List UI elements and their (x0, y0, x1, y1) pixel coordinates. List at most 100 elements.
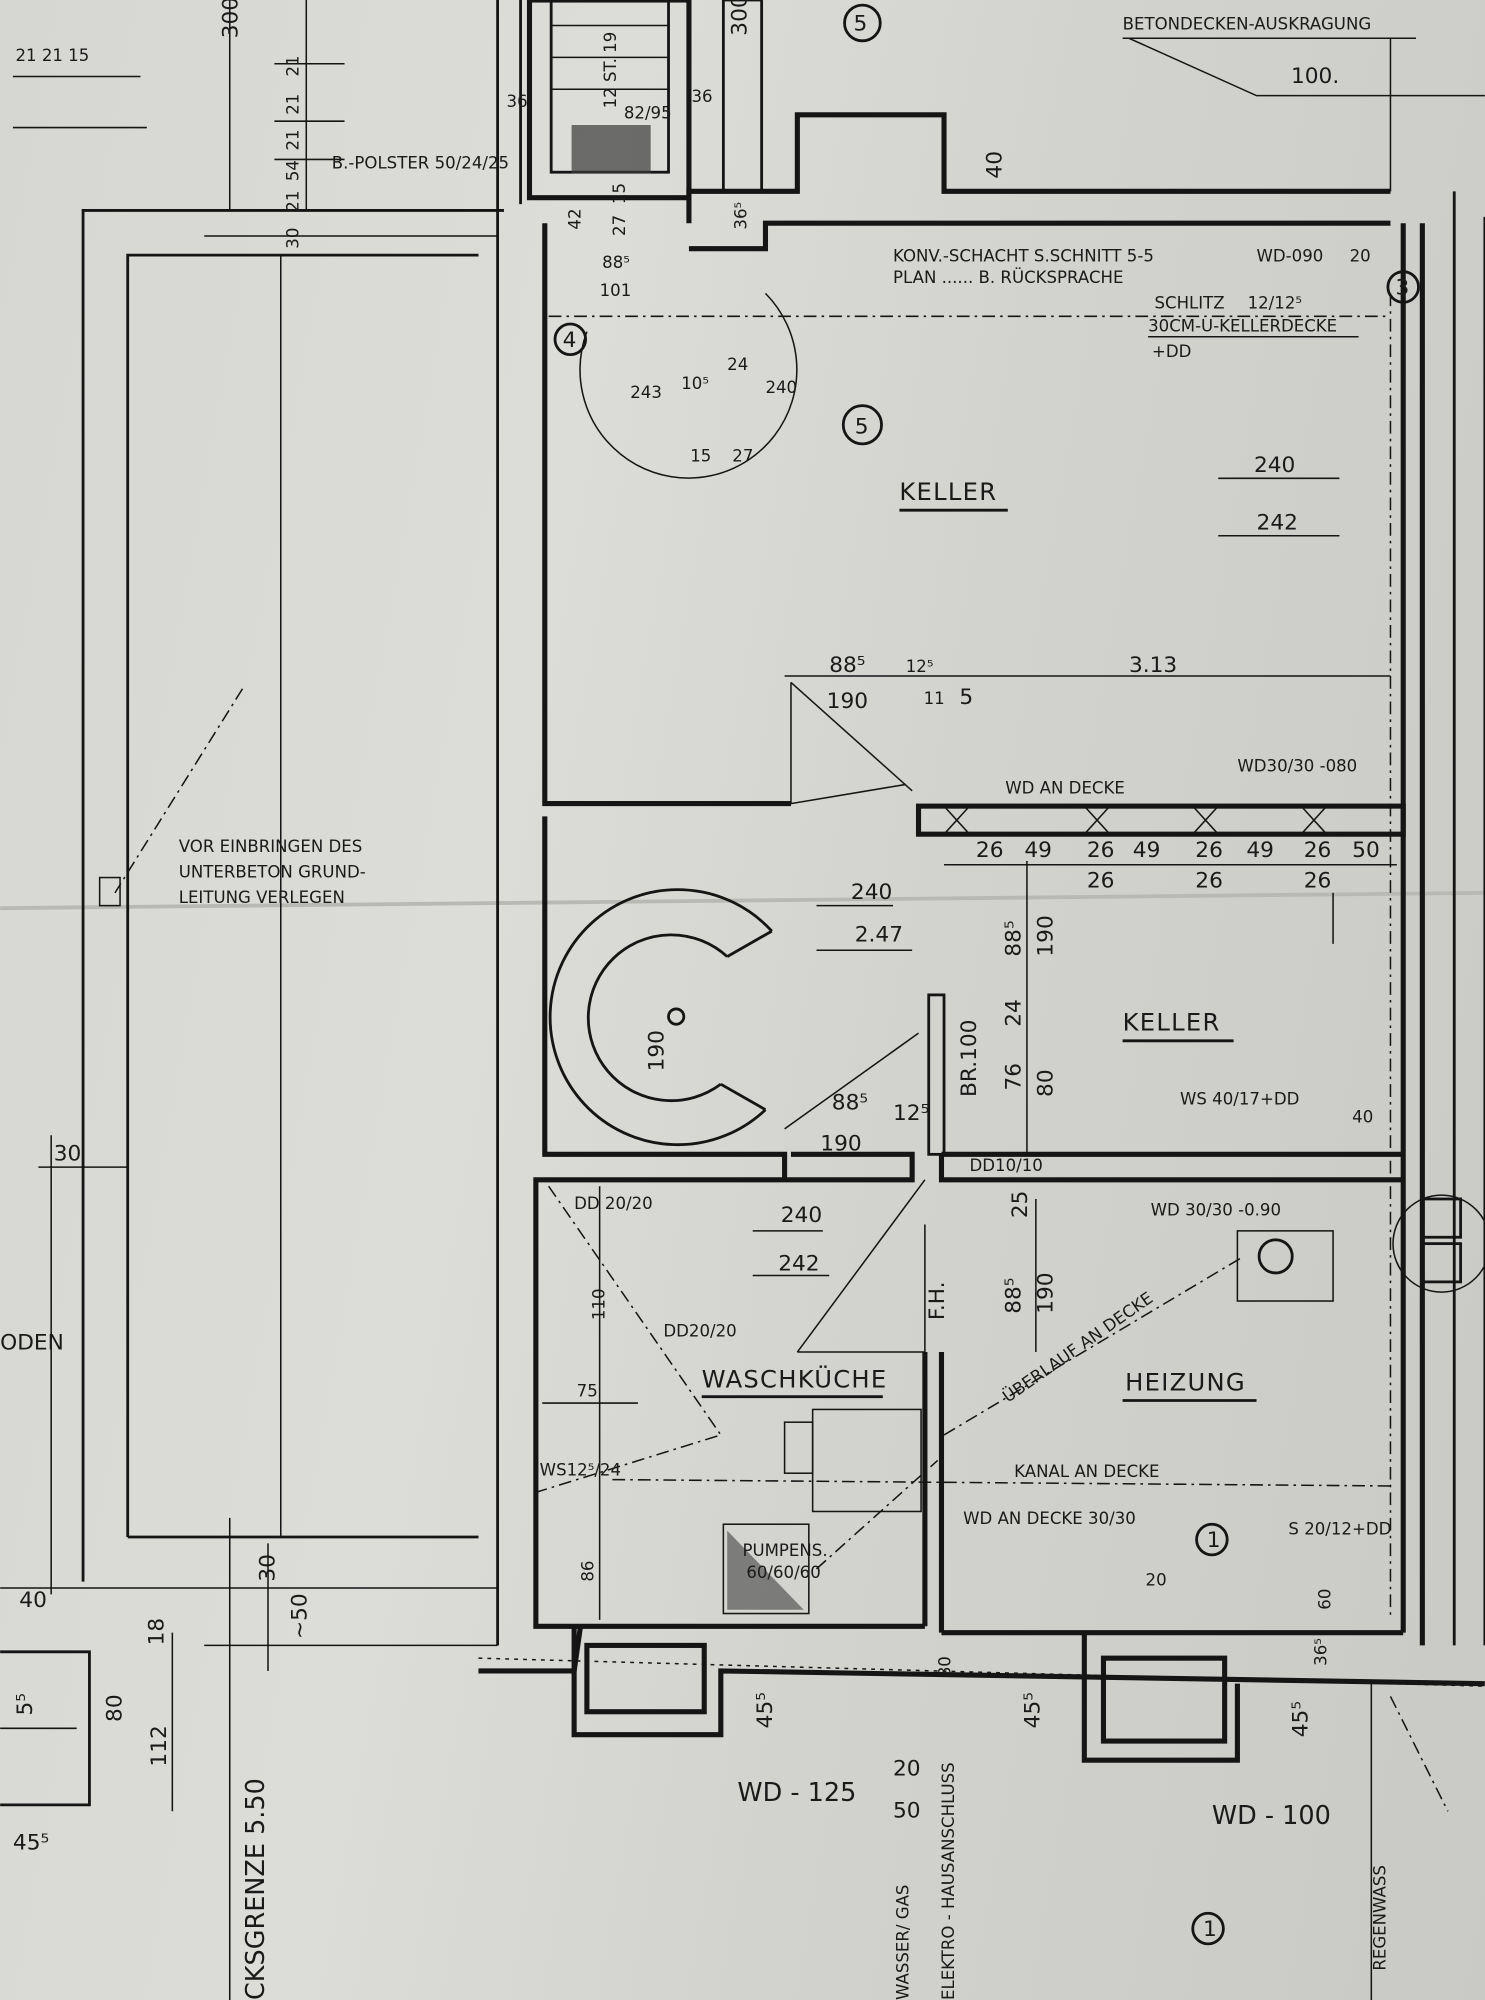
dimension-label: 240 (781, 1203, 822, 1228)
dimension-label: 21 (284, 129, 303, 150)
note-konv-schacht: KONV.-SCHACHT S.SCHNITT 5-5 (893, 246, 1154, 265)
note-elektro-hausanschluss: ELEKTRO - HAUSANSCHLUSS (939, 1762, 958, 2000)
note-wd-30-30: WD30/30 -080 (1237, 757, 1357, 776)
note-s-20-12: S 20/12+DD (1288, 1519, 1391, 1538)
note-pumpensumpf: PUMPENS. (743, 1541, 828, 1560)
dimension-label: 100. (1291, 64, 1339, 89)
dimension-label: 42 (566, 208, 585, 229)
note-kellerdecke: 30CM-U-KELLERDECKE (1148, 317, 1337, 336)
dimension-label: 49 (1133, 838, 1161, 863)
room-label-keller: KELLER (899, 478, 997, 506)
note-wd-an-decke: WD AN DECKE (1005, 778, 1125, 797)
dimension-label: 12⁵ (906, 657, 934, 676)
room-label-keller: KELLER (1123, 1009, 1221, 1037)
dimension-label: 26 (976, 838, 1004, 863)
dimension-label: 86 (578, 1561, 597, 1582)
dimension-label: 76 (1002, 1063, 1027, 1091)
dimension-label: 10⁵ (681, 374, 709, 393)
dimension-label: ~50 (287, 1593, 312, 1639)
section-marker-label: 1 (1207, 1528, 1221, 1553)
dimension-label: 40 (19, 1588, 47, 1613)
dimension-label: 26 (1087, 869, 1115, 894)
dimension-label: 190 (827, 689, 868, 714)
note-grundstuecksgrenze: CKSGRENZE 5.50 (241, 1778, 271, 2000)
dimension-label: 45⁵ (753, 1692, 778, 1728)
dimension-label: 240 (851, 880, 892, 905)
note-grundleitung: VOR EINBRINGEN DES (179, 837, 363, 856)
annotations: BETONDECKEN-AUSKRAGUNG KONV.-SCHACHT S.S… (0, 14, 1391, 2000)
note-grundleitung: LEITUNG VERLEGEN (179, 888, 345, 907)
dimension-label: 21 (284, 191, 303, 212)
note-dd-10-10: DD10/10 (970, 1156, 1043, 1175)
dimension-label: 21 (284, 55, 303, 76)
dimension-label: 49 (1024, 838, 1052, 863)
dimension-label: 15 (690, 447, 711, 466)
note-kanal: KANAL AN DECKE (1014, 1462, 1159, 1481)
note-wd-100: WD - 100 (1212, 1801, 1331, 1831)
note-pumpensumpf: 60/60/60 (746, 1563, 820, 1582)
section-marker-label: 4 (563, 328, 577, 353)
main-walls (478, 191, 1485, 2000)
dimension-label: 5 (959, 685, 973, 710)
note-wd-125: WD - 125 (737, 1778, 856, 1808)
dimension-label: 45⁵ (1021, 1692, 1046, 1728)
section-marker (843, 3, 882, 43)
dimension-label: 3.13 (1129, 653, 1177, 678)
dimension-label: 101 (600, 281, 632, 300)
dimension-label: 88⁵ (1002, 1278, 1027, 1314)
note-dd-20-20: DD20/20 (663, 1322, 736, 1341)
note-dd-20-20: DD 20/20 (574, 1194, 653, 1213)
dimension-label: 36 (507, 92, 528, 111)
dimension-label: 12⁵ (893, 1101, 929, 1126)
dimension-label: 36 (691, 87, 712, 106)
note-fh: F.H. (925, 1281, 950, 1320)
dimension-label: 112 (147, 1725, 172, 1766)
note-wd-30-30: WD 30/30 -0.90 (1151, 1201, 1281, 1220)
dimension-label: 25 (1008, 1191, 1033, 1219)
dimension-label: 45⁵ (13, 1830, 49, 1855)
note-ruecksprache: PLAN ...... B. RÜCKSPRACHE (893, 268, 1123, 287)
note-schlitz-dim: 12/12⁵ (1248, 294, 1302, 313)
dimension-label: 88⁵ (832, 1091, 868, 1116)
section-marker-label: 5 (855, 415, 869, 440)
note-ws-40-17: WS 40/17+DD (1180, 1090, 1299, 1109)
dimension-label: 80 (102, 1694, 127, 1722)
note-grundleitung: UNTERBETON GRUND- (179, 863, 366, 882)
dimension-label: 26 (1195, 838, 1223, 863)
dimension-label: 27 (732, 447, 753, 466)
dimension-label: 18 (144, 1618, 169, 1646)
room-labels: KELLER KELLER WASCHKÜCHE HEIZUNG (702, 478, 1257, 1402)
dimension-label: 21 21 15 (15, 46, 89, 65)
dimension-label: 30 (54, 1142, 82, 1167)
dimension-label: 88⁵ (602, 253, 630, 272)
dimension-label: 24 (1002, 999, 1027, 1027)
note-br100: BR.100 (957, 1020, 982, 1097)
note-stair: 12 ST. 19 (601, 32, 620, 109)
note-ws-12: WS12⁵/24 (540, 1461, 621, 1480)
note-schlitz: SCHLITZ (1154, 294, 1224, 313)
dimension-labels: 300 300 21 21 15 21 21 21 54 21 30 36 36… (13, 0, 1380, 1855)
paper-fold (0, 890, 1485, 911)
dimension-label: 190 (1033, 915, 1058, 956)
dimension-label: 242 (778, 1251, 819, 1276)
dimension-label: 40 (982, 151, 1007, 179)
dimension-label: 88⁵ (829, 653, 865, 678)
dimension-label: 26 (1087, 838, 1115, 863)
dimension-label: 30 (255, 1554, 280, 1582)
dimension-label: 243 (630, 383, 662, 402)
dimension-label: 26 (1195, 869, 1223, 894)
dimension-label: 190 (644, 1030, 669, 1071)
dimension-label: 11 (924, 689, 945, 708)
dimension-lines (542, 477, 1397, 1620)
note-plus-dd: +DD (1152, 342, 1191, 361)
dimension-label: 88⁵ (1002, 920, 1027, 956)
dimension-label: 240 (765, 378, 797, 397)
left-outline (0, 0, 522, 2000)
dimension-label: 60 (1316, 1589, 1335, 1610)
dimension-label: 50 (1352, 838, 1380, 863)
dimension-label: 26 (1304, 869, 1332, 894)
dimension-label: 80 (1033, 1069, 1058, 1097)
dimension-label: 21 (284, 94, 303, 115)
room-label-waschkueche: WASCHKÜCHE (702, 1365, 888, 1394)
